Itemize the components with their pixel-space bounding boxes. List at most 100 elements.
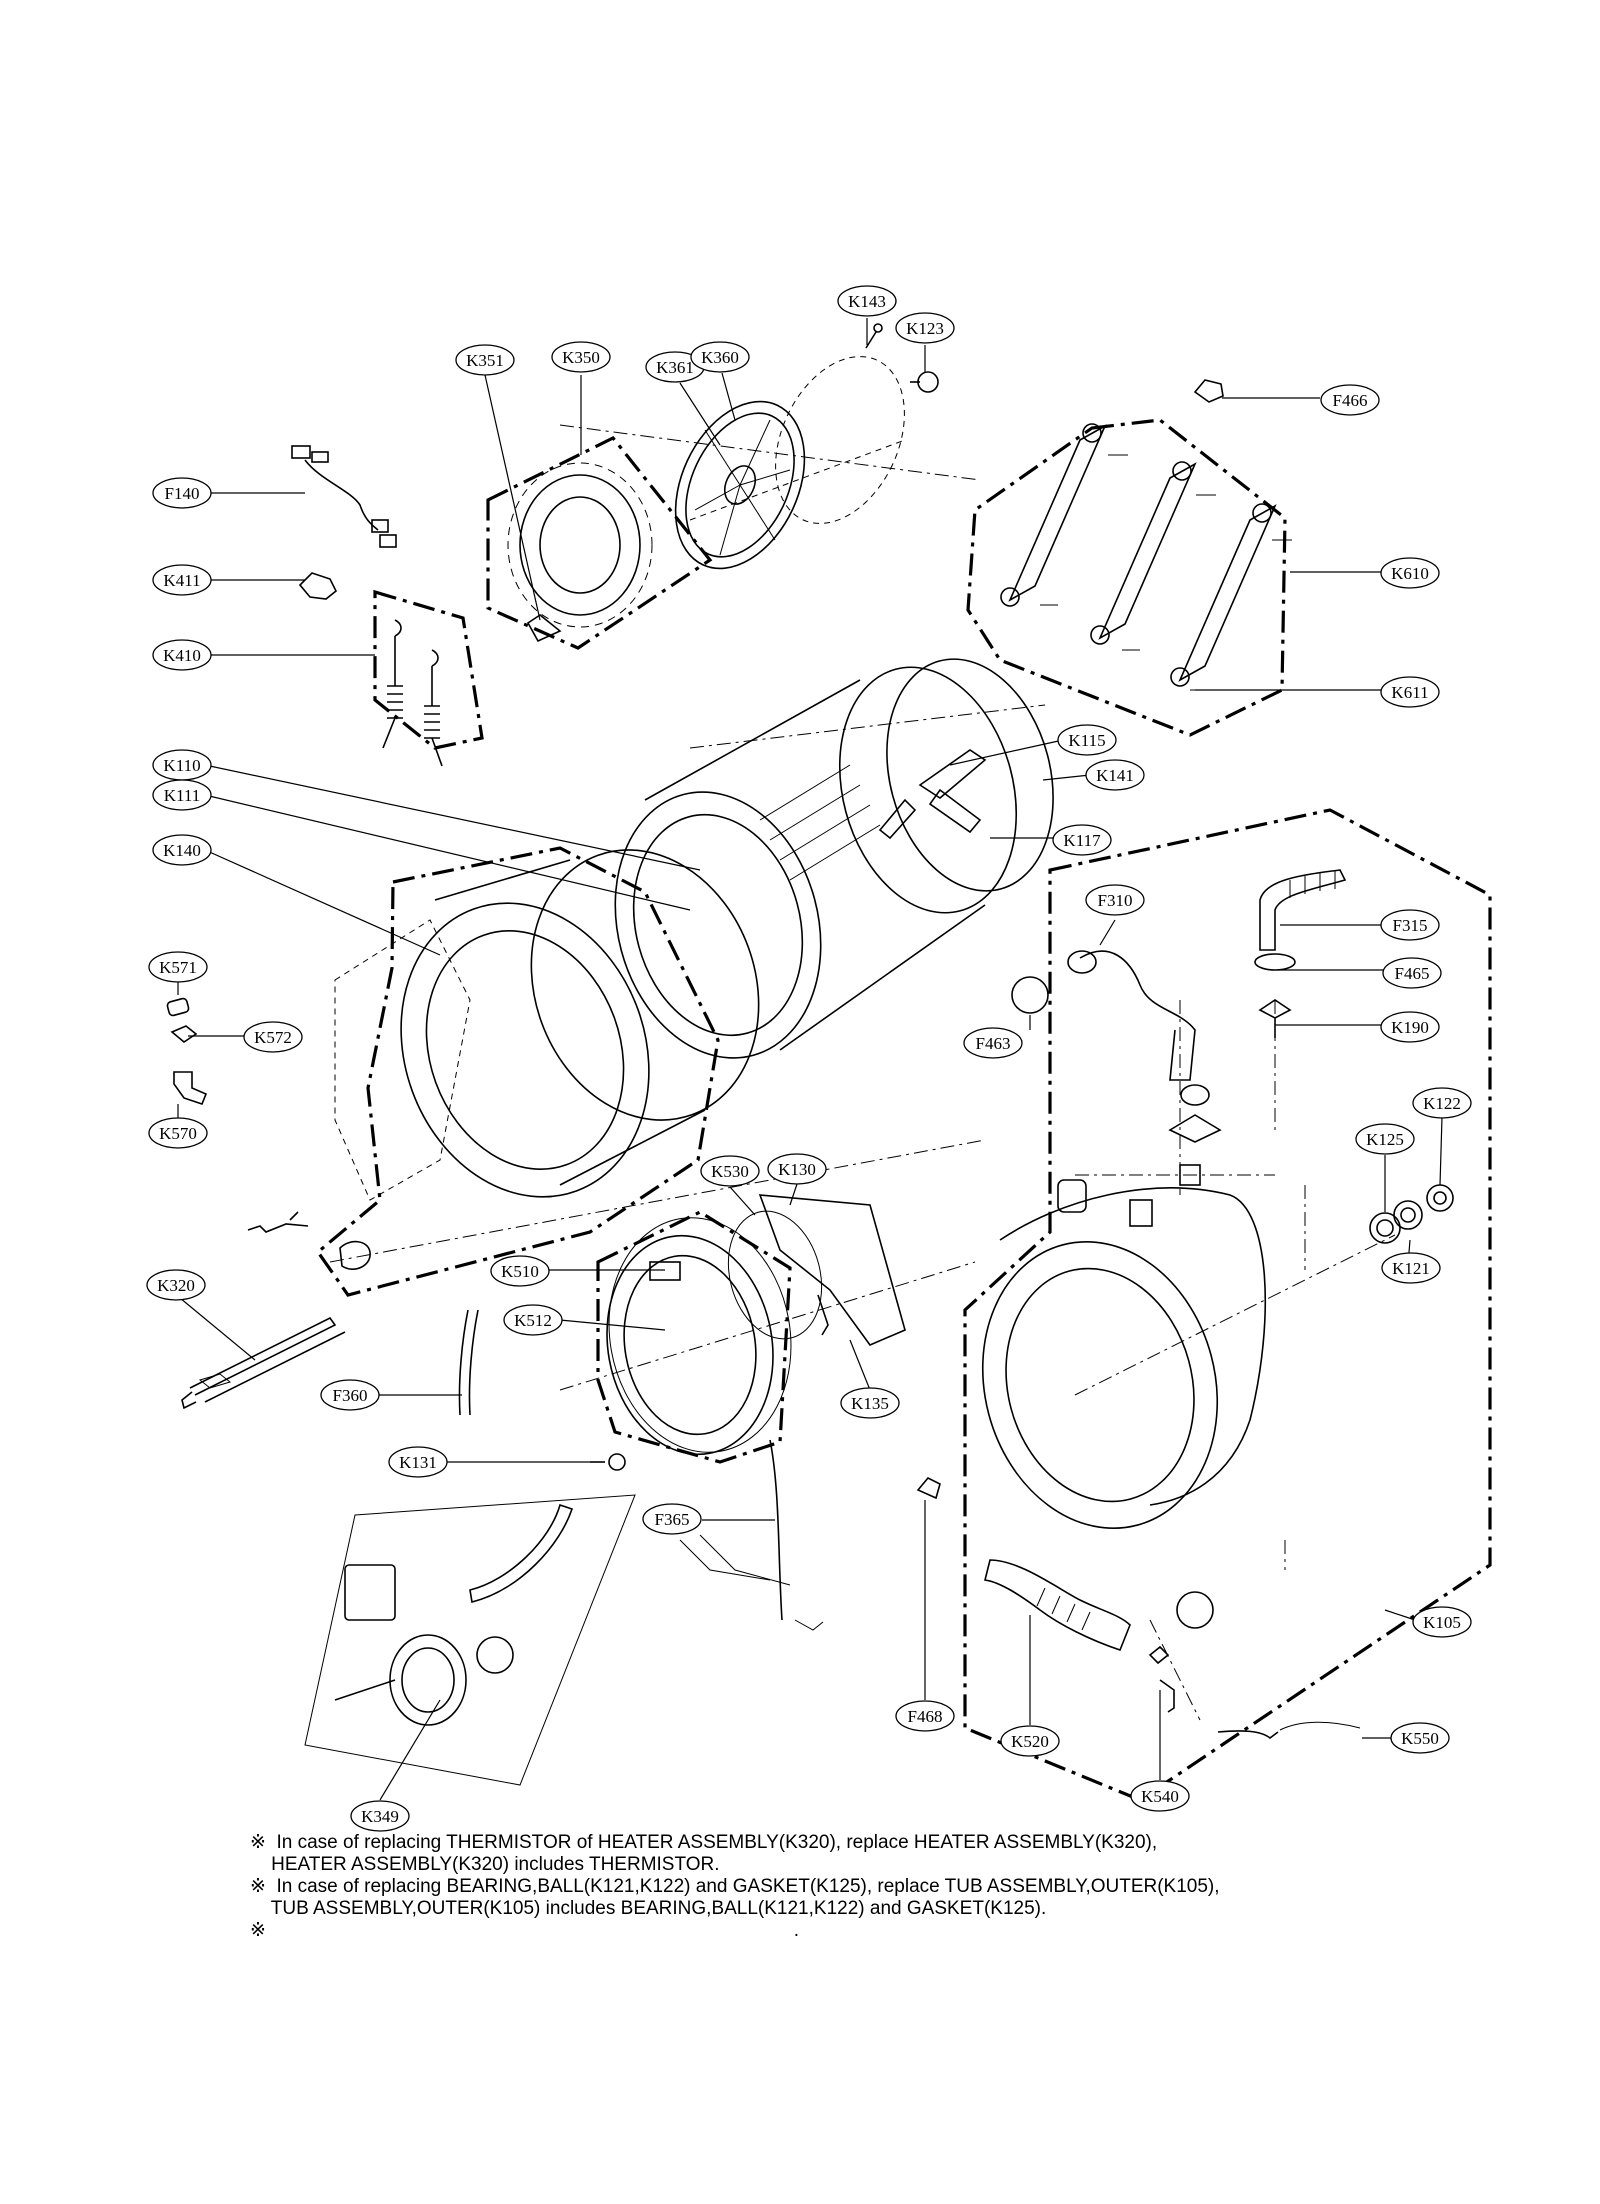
- callout-K117: K117: [1052, 824, 1112, 856]
- callout-F465: F465: [1382, 957, 1442, 989]
- callout-label: F310: [1098, 891, 1133, 910]
- boundary-damper-group: [966, 418, 1287, 737]
- replacement-notes: ※ In case of replacing THERMISTOR of HEA…: [250, 1832, 1390, 1942]
- callout-label: F465: [1395, 964, 1430, 983]
- hose-k520-part: [984, 1559, 1214, 1651]
- callout-F468: F468: [895, 1700, 955, 1732]
- clip-k411-part: [298, 572, 338, 600]
- callout-label: K610: [1391, 564, 1429, 583]
- callout-K550: K550: [1390, 1722, 1450, 1754]
- callout-label: K350: [562, 348, 600, 367]
- callout-F315: F315: [1380, 909, 1440, 941]
- gasket-k510-part: [606, 1217, 792, 1456]
- callout-K411: K411: [152, 564, 212, 596]
- callout-label: K115: [1068, 731, 1105, 750]
- note-line-2: HEATER ASSEMBLY(K320) includes THERMISTO…: [250, 1854, 720, 1875]
- hose-f310-part: [1067, 950, 1196, 1081]
- group-boundaries: [315, 418, 1492, 1802]
- callout-F310: F310: [1085, 884, 1145, 916]
- callout-F365: F365: [642, 1503, 702, 1535]
- callout-label: K540: [1141, 1787, 1179, 1806]
- callout-K510: K510: [490, 1255, 550, 1287]
- callout-label: F365: [655, 1510, 690, 1529]
- drum-k110-part: [614, 666, 1018, 1059]
- callout-label: K105: [1423, 1613, 1461, 1632]
- callout-K111: K111: [152, 779, 212, 811]
- callout-K141: K141: [1085, 759, 1145, 791]
- callout-label: K131: [399, 1453, 437, 1472]
- callout-K190: K190: [1380, 1011, 1440, 1043]
- callout-label: K512: [514, 1311, 552, 1330]
- callout-label: K135: [851, 1394, 889, 1413]
- callout-label: K520: [1011, 1732, 1049, 1751]
- sensor-k550-part: [1217, 1721, 1361, 1740]
- clip-f468-part: [916, 1477, 941, 1500]
- callout-label: K123: [906, 319, 944, 338]
- callout-K571: K571: [148, 951, 208, 983]
- note-line-1: ※ In case of replacing THERMISTOR of HEA…: [250, 1832, 1158, 1853]
- callout-K105: K105: [1412, 1606, 1472, 1638]
- callout-label: K361: [656, 358, 694, 377]
- note-line-3: ※ In case of replacing BEARING,BALL(K121…: [250, 1876, 1220, 1897]
- callout-label: K571: [159, 958, 197, 977]
- callout-label: K117: [1063, 831, 1101, 850]
- callout-label: K570: [159, 1124, 197, 1143]
- boundary-outer-tub-group: [963, 808, 1492, 1802]
- heater-k320-part: [179, 1297, 346, 1410]
- callout-K143: K143: [837, 285, 897, 317]
- clip-f466-part: [1193, 379, 1224, 403]
- callout-F140: F140: [152, 477, 212, 509]
- callout-label: F466: [1333, 391, 1368, 410]
- callout-label: K320: [157, 1276, 195, 1295]
- assembly-centerlines: [329, 424, 1396, 1721]
- callout-label: F360: [333, 1386, 368, 1405]
- boundary-gasket-group: [596, 1210, 792, 1464]
- leader-lines: [177, 318, 1443, 1801]
- callout-K131: K131: [388, 1446, 448, 1478]
- callout-K520: K520: [1000, 1725, 1060, 1757]
- callout-K121: K121: [1381, 1252, 1441, 1284]
- callout-F360: F360: [320, 1379, 380, 1411]
- callout-K360: K360: [690, 341, 750, 373]
- callout-label: K125: [1366, 1130, 1404, 1149]
- callout-F466: F466: [1320, 384, 1380, 416]
- stator-part: [507, 462, 653, 643]
- callout-label: K111: [164, 786, 201, 805]
- pump-k349-part: [304, 1494, 636, 1786]
- bolt-k131-part: [590, 1453, 626, 1471]
- callout-label: K530: [711, 1162, 749, 1181]
- callout-label: K130: [778, 1160, 816, 1179]
- callout-label: K351: [466, 351, 504, 370]
- dampers-k610-part: [1000, 423, 1292, 691]
- callout-K410: K410: [152, 639, 212, 671]
- callout-label: K510: [501, 1262, 539, 1281]
- callout-label: K122: [1423, 1094, 1461, 1113]
- callout-K123: K123: [895, 312, 955, 344]
- callout-K611: K611: [1380, 676, 1440, 708]
- callout-label: F140: [165, 484, 200, 503]
- callout-K572: K572: [243, 1021, 303, 1053]
- sensor-k540-part: [1148, 1645, 1175, 1713]
- outer-tub-k105-part: [981, 1179, 1267, 1529]
- callout-label: F315: [1393, 916, 1428, 935]
- callout-K140: K140: [152, 834, 212, 866]
- springs-k410-part: [382, 619, 443, 767]
- callout-K351: K351: [455, 344, 515, 376]
- callout-K361: K361: [645, 351, 705, 383]
- callout-K320: K320: [146, 1269, 206, 1301]
- callout-label: K550: [1401, 1729, 1439, 1748]
- callout-K540: K540: [1130, 1780, 1190, 1812]
- callout-label: K140: [163, 841, 201, 860]
- callout-K110: K110: [152, 749, 212, 781]
- small-parts-tub-top: [1011, 953, 1296, 1186]
- callout-label: K572: [254, 1028, 292, 1047]
- callout-K122: K122: [1412, 1087, 1472, 1119]
- bearings-part: [1369, 1184, 1454, 1244]
- callout-K610: K610: [1380, 557, 1440, 589]
- seal-k141-part: [886, 658, 1054, 892]
- pulley-part: [674, 323, 939, 570]
- ring-k130-part: [727, 1194, 906, 1346]
- callout-K135: K135: [840, 1387, 900, 1419]
- callout-label: K141: [1096, 766, 1134, 785]
- small-parts-k57x: [166, 997, 208, 1105]
